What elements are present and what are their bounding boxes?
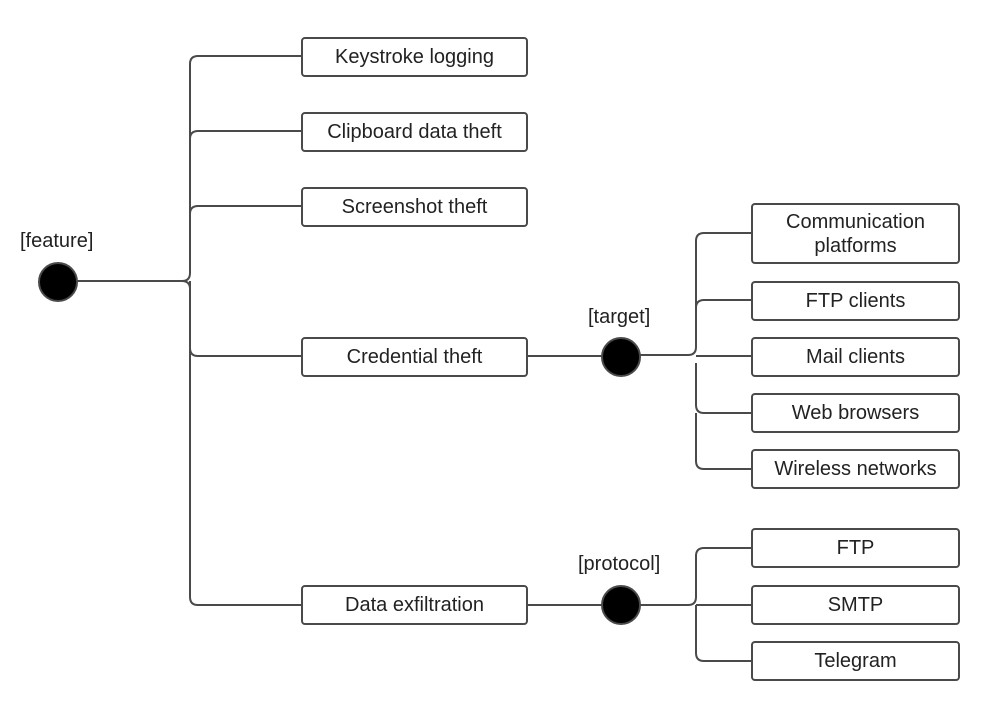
protocol-label: [protocol] <box>578 553 661 575</box>
feature-clipboard-data-theft: Clipboard data theft <box>301 112 528 152</box>
feature-label: [feature] <box>20 230 94 252</box>
target-communication-platforms: Communication platforms <box>751 203 960 264</box>
protocol-node <box>601 585 641 625</box>
feature-credential-theft: Credential theft <box>301 337 528 377</box>
target-mail-clients: Mail clients <box>751 337 960 377</box>
target-label: [target] <box>588 306 651 328</box>
feature-screenshot-theft: Screenshot theft <box>301 187 528 227</box>
protocol-telegram: Telegram <box>751 641 960 681</box>
feature-data-exfiltration: Data exfiltration <box>301 585 528 625</box>
feature-keystroke-logging: Keystroke logging <box>301 37 528 77</box>
target-web-browsers: Web browsers <box>751 393 960 433</box>
feature-root-node <box>38 262 78 302</box>
target-ftp-clients: FTP clients <box>751 281 960 321</box>
target-wireless-networks: Wireless networks <box>751 449 960 489</box>
target-node <box>601 337 641 377</box>
protocol-smtp: SMTP <box>751 585 960 625</box>
protocol-ftp: FTP <box>751 528 960 568</box>
